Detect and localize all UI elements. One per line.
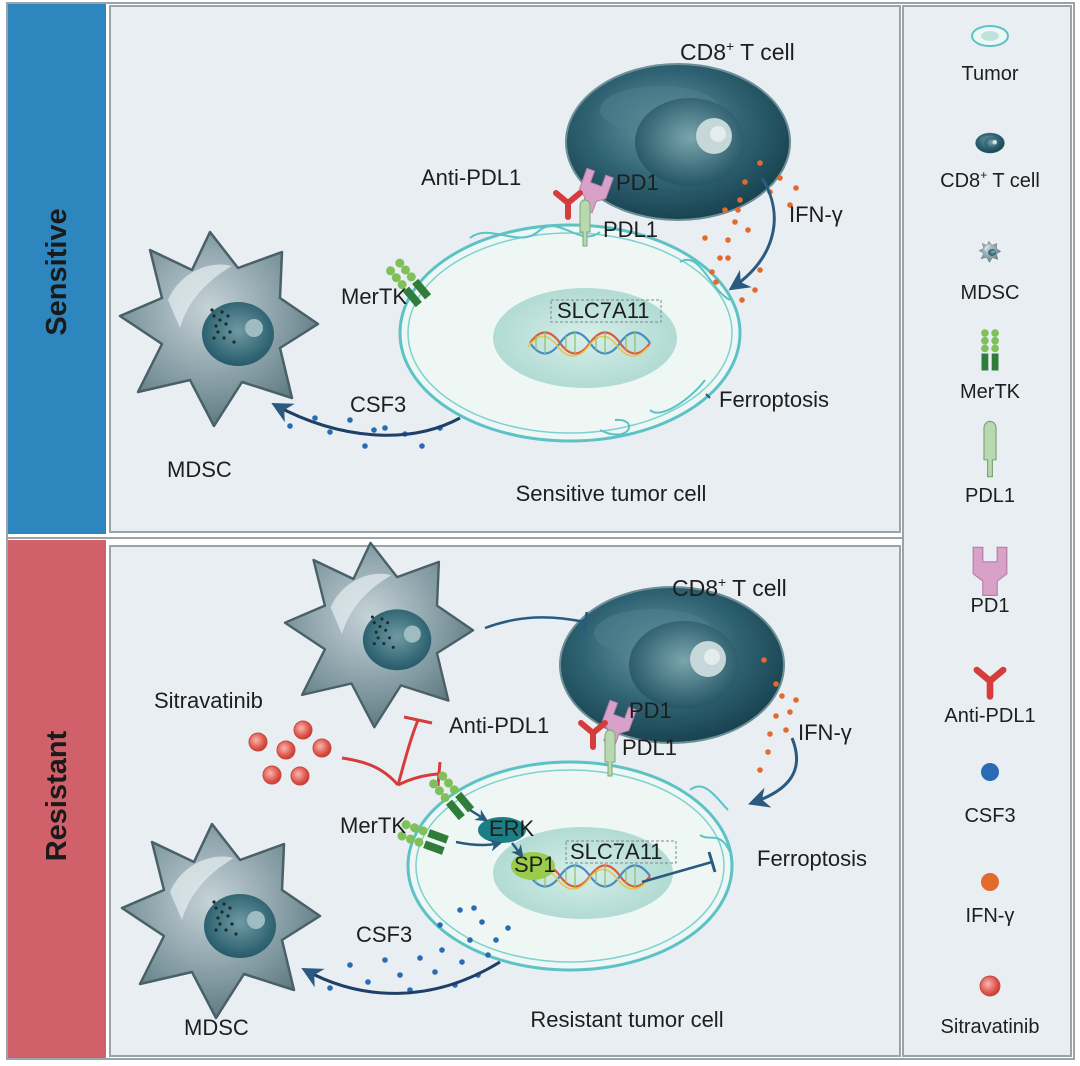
frame-lines	[6, 2, 1075, 1060]
legend-csf3-icon	[981, 763, 999, 781]
legend-anti-pdl1-label: Anti-PDL1	[944, 705, 1035, 727]
sensitive-ifn-label: IFN-γ	[789, 202, 843, 227]
sensitive-csf3-dots	[287, 415, 443, 449]
resistant-mdsc-label: MDSC	[184, 1015, 249, 1040]
resistant-ifn-arrow	[748, 737, 798, 808]
legend-pd1-label: PD1	[971, 595, 1010, 617]
legend-tumor-label: Tumor	[961, 63, 1018, 85]
sensitive-t-cell-label: CD8+ T cell	[680, 38, 795, 65]
legend-sitravatinib-label: Sitravatinib	[941, 1016, 1040, 1038]
resistant-pd1-label: PD1	[629, 698, 672, 723]
resistant-t-cell: CD8+ T cell	[559, 574, 787, 744]
resistant-csf3-arrow	[301, 960, 501, 995]
legend: Tumor CD8+ T cell MDSC MerTK PDL1 PD1	[940, 25, 1040, 1038]
sensitive-t-cell: CD8+ T cell	[565, 38, 795, 221]
legend-sitravatinib-icon	[979, 975, 1001, 997]
sensitive-mertk-label: MerTK	[341, 284, 407, 309]
sensitive-anti-pdl1-label: Anti-PDL1	[421, 165, 521, 190]
legend-ifn-icon	[981, 873, 999, 891]
resistant-cell-label: Resistant tumor cell	[530, 1007, 723, 1032]
sensitive-csf3-arrow	[271, 403, 461, 437]
sitravatinib-label: Sitravatinib	[154, 688, 263, 713]
resistant-ifn-dots	[757, 657, 799, 773]
resistant-label: Resistant	[41, 730, 73, 861]
erk-label: ERK	[489, 816, 535, 841]
sensitive-pdl1-label: PDL1	[603, 217, 658, 242]
slc7a11-inhibits-ferroptosis	[641, 860, 713, 884]
sensitive-ifn-arrow	[728, 177, 776, 291]
legend-t-cell-icon	[975, 132, 1005, 154]
resistant-diagram: SLC7A11 CD8+ T cell Anti-PDL1 PD1 PDL1 I…	[120, 541, 867, 1040]
erk-node	[478, 817, 526, 843]
sensitive-diagram: SLC7A11 CD8+ T cell Anti-PDL1 PD1 PDL1 I…	[118, 38, 843, 506]
resistant-ferroptosis-label: Ferroptosis	[757, 846, 867, 871]
sensitive-band: Sensitive	[8, 4, 106, 534]
legend-t-cell-label: CD8+ T cell	[940, 168, 1040, 192]
resistant-t-cell-label: CD8+ T cell	[672, 574, 787, 601]
legend-mdsc-label: MDSC	[961, 282, 1020, 304]
resistant-mertk-label: MerTK	[340, 813, 406, 838]
sensitive-cell-label: Sensitive tumor cell	[516, 481, 707, 506]
legend-pdl1-label: PDL1	[965, 485, 1015, 507]
resistant-nucleus	[493, 827, 673, 919]
sp1-node	[511, 852, 555, 880]
sensitive-tumor-cell: SLC7A11	[398, 223, 742, 443]
resistant-band: Resistant	[8, 540, 106, 1058]
sensitive-csf3-label: CSF3	[350, 392, 406, 417]
legend-ifn-label: IFN-γ	[966, 905, 1015, 927]
sensitive-mdsc-label: MDSC	[167, 457, 232, 482]
sensitive-label: Sensitive	[41, 208, 73, 335]
resistant-slc7a11-label: SLC7A11	[570, 839, 663, 864]
resistant-tumor-cell: SLC7A11	[406, 760, 734, 972]
legend-mertk-label: MerTK	[960, 381, 1021, 403]
resistant-csf3-label: CSF3	[356, 922, 412, 947]
mdsc-inhibits-tcell	[484, 616, 586, 630]
sensitive-pd1-label: PD1	[616, 170, 659, 195]
resistant-ifn-label: IFN-γ	[798, 720, 852, 745]
legend-csf3-label: CSF3	[964, 805, 1015, 827]
sensitive-ferroptosis-label: Ferroptosis	[719, 387, 829, 412]
resistant-anti-pdl1-label: Anti-PDL1	[449, 713, 549, 738]
resistant-pdl1-label: PDL1	[622, 735, 677, 760]
sensitive-slc7a11-label: SLC7A11	[557, 298, 650, 323]
legend-panel	[902, 5, 1072, 1057]
legend-tumor-icon	[971, 25, 1009, 47]
